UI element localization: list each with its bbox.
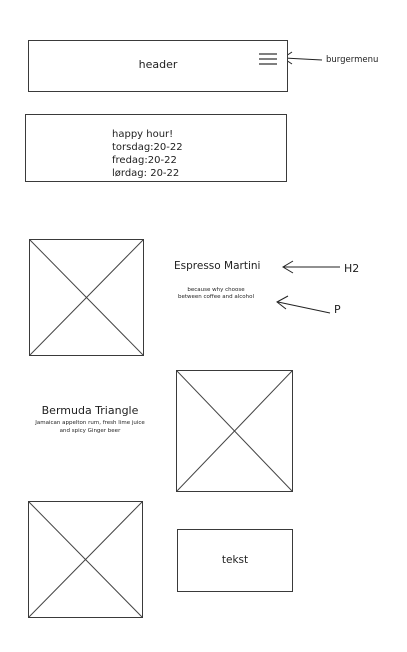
burgermenu-annotation: burgermenu [326, 55, 379, 65]
p-arrow-line [277, 301, 331, 314]
bermuda-triangle-description: Jamaican appelton rum, fresh lime juice … [35, 420, 145, 434]
burger-menu-icon[interactable] [258, 51, 278, 67]
text-box-label: tekst [221, 554, 249, 566]
p-annotation: P [334, 303, 341, 316]
header-label: header [138, 58, 178, 71]
happy-hour-title: happy hour! [112, 129, 174, 140]
happy-hour-box: happy hour! torsdag:20-22 fredag:20-22 l… [25, 114, 287, 182]
espresso-martini-title: Espresso Martini [174, 260, 261, 272]
image-placeholder-icon [28, 501, 143, 618]
h2-arrow-head [282, 260, 294, 274]
bermuda-triangle-title: Bermuda Triangle [41, 404, 139, 417]
image-placeholder-icon [176, 370, 293, 492]
header-wireframe: header [28, 40, 288, 92]
burger-arrow-line [283, 57, 323, 61]
happy-hour-thursday: torsdag:20-22 [112, 142, 183, 153]
text-box: tekst [177, 529, 293, 592]
happy-hour-saturday: lørdag: 20-22 [112, 168, 180, 179]
happy-hour-lines: happy hour! torsdag:20-22 fredag:20-22 l… [112, 128, 183, 180]
p-arrow-head [276, 295, 289, 310]
image-placeholder-icon [29, 239, 144, 356]
h2-annotation: H2 [344, 262, 360, 275]
happy-hour-friday: fredag:20-22 [112, 155, 177, 166]
espresso-martini-description: because why choose between coffee and al… [178, 287, 254, 300]
